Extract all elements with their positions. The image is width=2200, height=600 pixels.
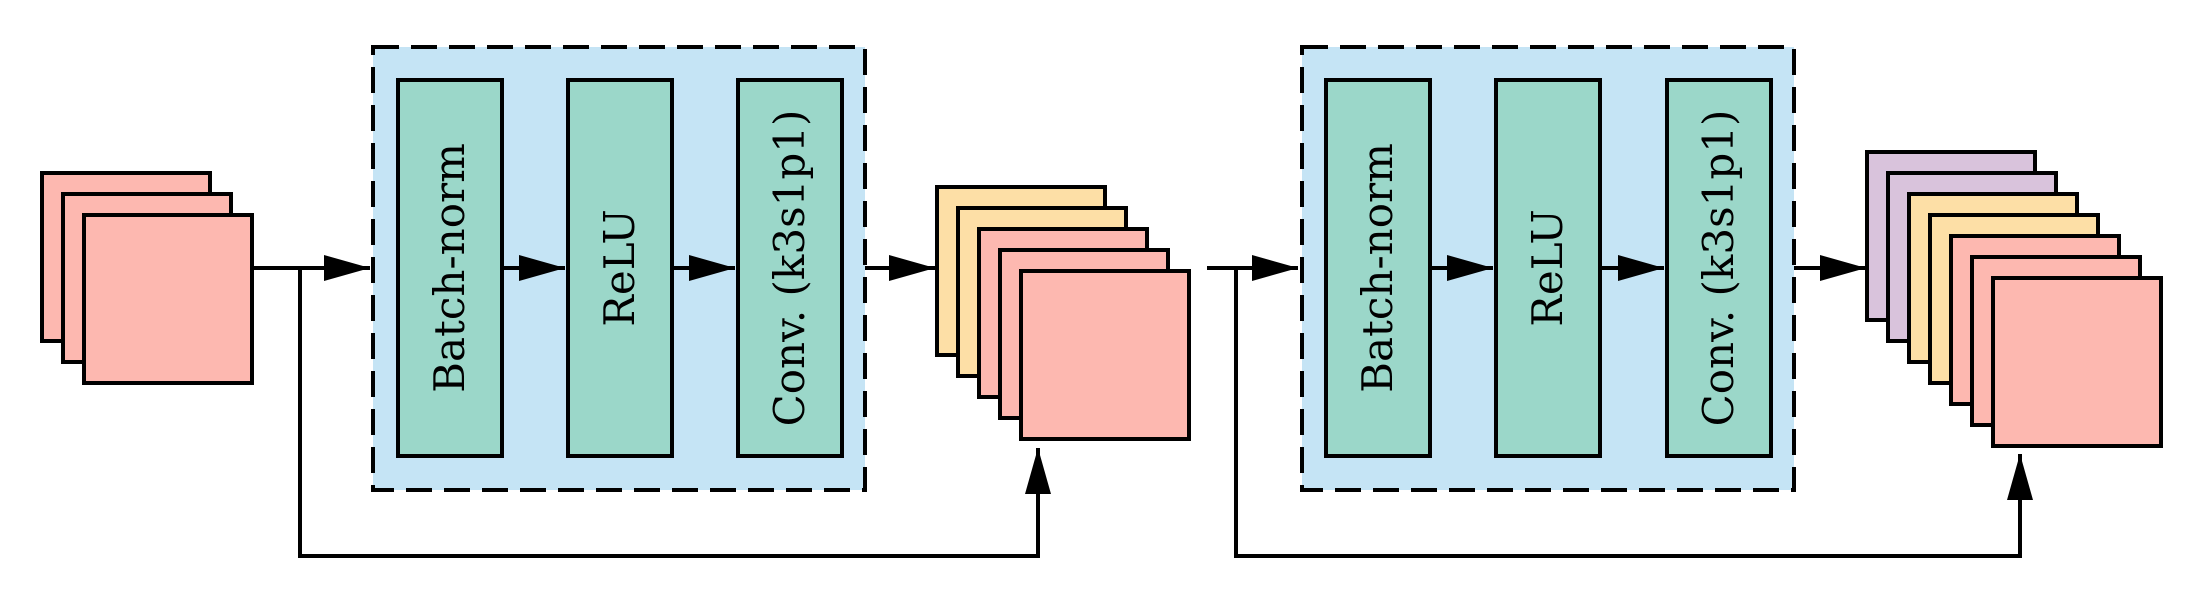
dense-layer-block-1: Batch-norm ReLU Conv. (k3s1p1) (371, 45, 867, 492)
conv-box (1665, 78, 1773, 458)
block-1-relu-layer: ReLU (566, 78, 674, 458)
block-2-batchnorm-layer: Batch-norm (1324, 78, 1432, 458)
connections (253, 255, 2033, 558)
conv-label: Conv. (k3s1p1) (765, 110, 814, 427)
relu-label: ReLU (1523, 209, 1572, 326)
batchnorm-label: Batch-norm (1353, 143, 1402, 393)
block-1-conv-layer: Conv. (k3s1p1) (736, 78, 844, 458)
relu-label: ReLU (595, 209, 644, 326)
block-1-output-feature-maps (935, 185, 1191, 441)
block-2-relu-layer: ReLU (1494, 78, 1602, 458)
feature-map (82, 213, 254, 385)
relu-box (1494, 78, 1602, 458)
dense-layer-block-2: Batch-norm ReLU Conv. (k3s1p1) (1300, 45, 1796, 492)
input-feature-maps (40, 171, 254, 385)
conv-label: Conv. (k3s1p1) (1694, 110, 1743, 427)
feature-map (1019, 269, 1191, 441)
block-1-batchnorm-layer: Batch-norm (396, 78, 504, 458)
skip-connection-1 (298, 268, 1051, 558)
block-2-conv-layer: Conv. (k3s1p1) (1665, 78, 1773, 458)
block-2-output-feature-maps (1865, 150, 2163, 448)
batchnorm-box (396, 78, 504, 458)
batchnorm-label: Batch-norm (425, 143, 474, 393)
relu-box (566, 78, 674, 458)
feature-map (1991, 276, 2163, 448)
conv-box (736, 78, 844, 458)
skip-connection-2 (1234, 268, 2033, 558)
